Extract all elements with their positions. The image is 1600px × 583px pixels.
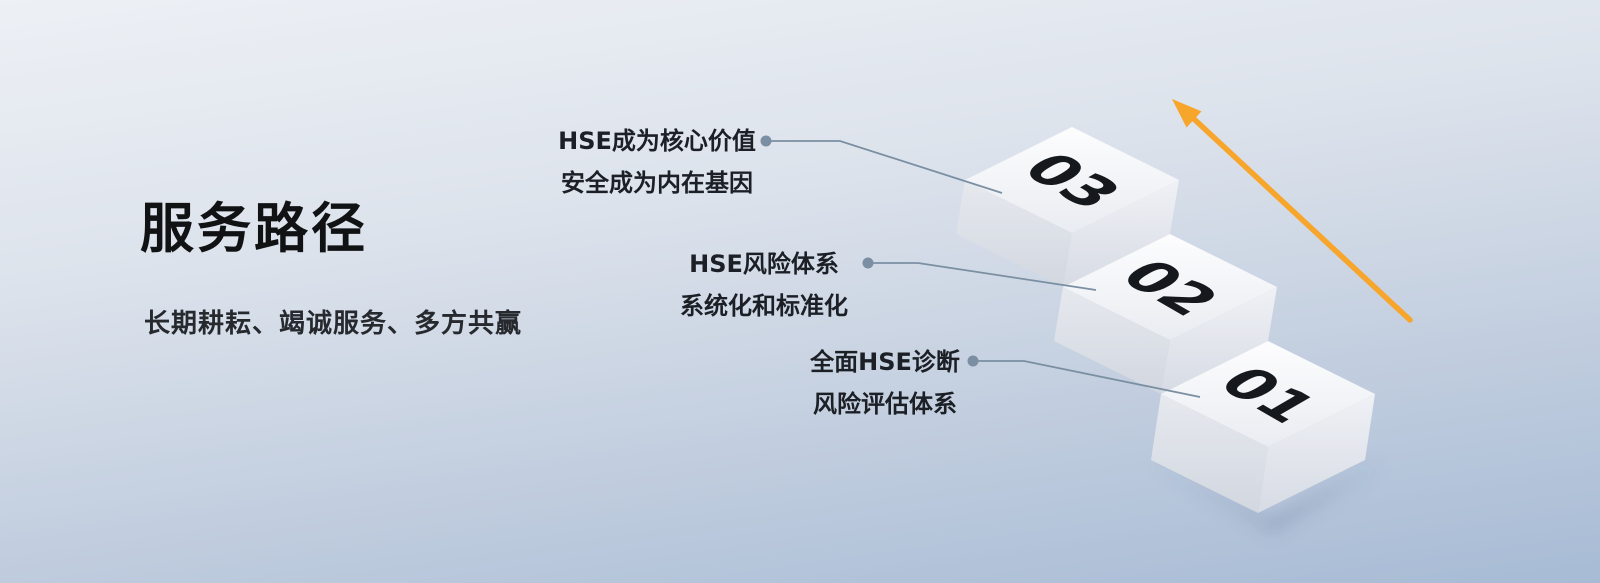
growth-arrow [1172, 99, 1413, 323]
step-2-label-line-2: 系统化和标准化 [680, 292, 848, 320]
step-1-connector-line [973, 360, 1201, 398]
step-2-connector-line [868, 262, 1097, 291]
connector-dots [760, 135, 979, 367]
step-2-block: 02 [1054, 234, 1277, 394]
step-3-top-face [965, 127, 1179, 233]
step-3-label-line-1: HSE成为核心价值 [558, 127, 756, 155]
step-1-top-face [1161, 341, 1375, 447]
step-1-block: 01 [1151, 341, 1375, 513]
step-1-connector-dot [967, 355, 979, 367]
connectors [766, 140, 1201, 398]
step-2-label-line-1: HSE风险体系 [689, 250, 839, 278]
step-3-connector-line [766, 140, 1003, 194]
step-3-label: HSE成为核心价值 安全成为内在基因 [552, 120, 762, 204]
step-2-label: HSE风险体系 系统化和标准化 [664, 243, 864, 327]
step-1-label-line-1: 全面HSE诊断 [810, 348, 960, 376]
step-2-riser-face [1161, 287, 1277, 394]
step-2-connector-dot [862, 257, 874, 269]
growth-arrow-shaft [1191, 116, 1413, 323]
step-2-top-face [1063, 234, 1277, 340]
step-1-left-face [1151, 394, 1268, 513]
growth-arrow-head-icon [1172, 99, 1202, 128]
step-1-label: 全面HSE诊断 风险评估体系 [790, 341, 980, 425]
step-3-riser-face [1063, 180, 1179, 287]
header: 服务路径 长期耕耘、竭诚服务、多方共赢 [140, 184, 522, 340]
page-subtitle: 长期耕耘、竭诚服务、多方共赢 [144, 309, 523, 339]
step-1-label-line-2: 风险评估体系 [813, 390, 957, 418]
step-2-left-face [1054, 287, 1170, 394]
step-3-connector-dot [760, 135, 772, 147]
step-3-label-line-2: 安全成为内在基因 [561, 169, 753, 197]
step-3-left-face [956, 180, 1072, 287]
step-1-riser-face [1258, 394, 1375, 513]
page-title: 服务路径 [140, 197, 368, 260]
step-3-block: 03 [956, 127, 1179, 287]
